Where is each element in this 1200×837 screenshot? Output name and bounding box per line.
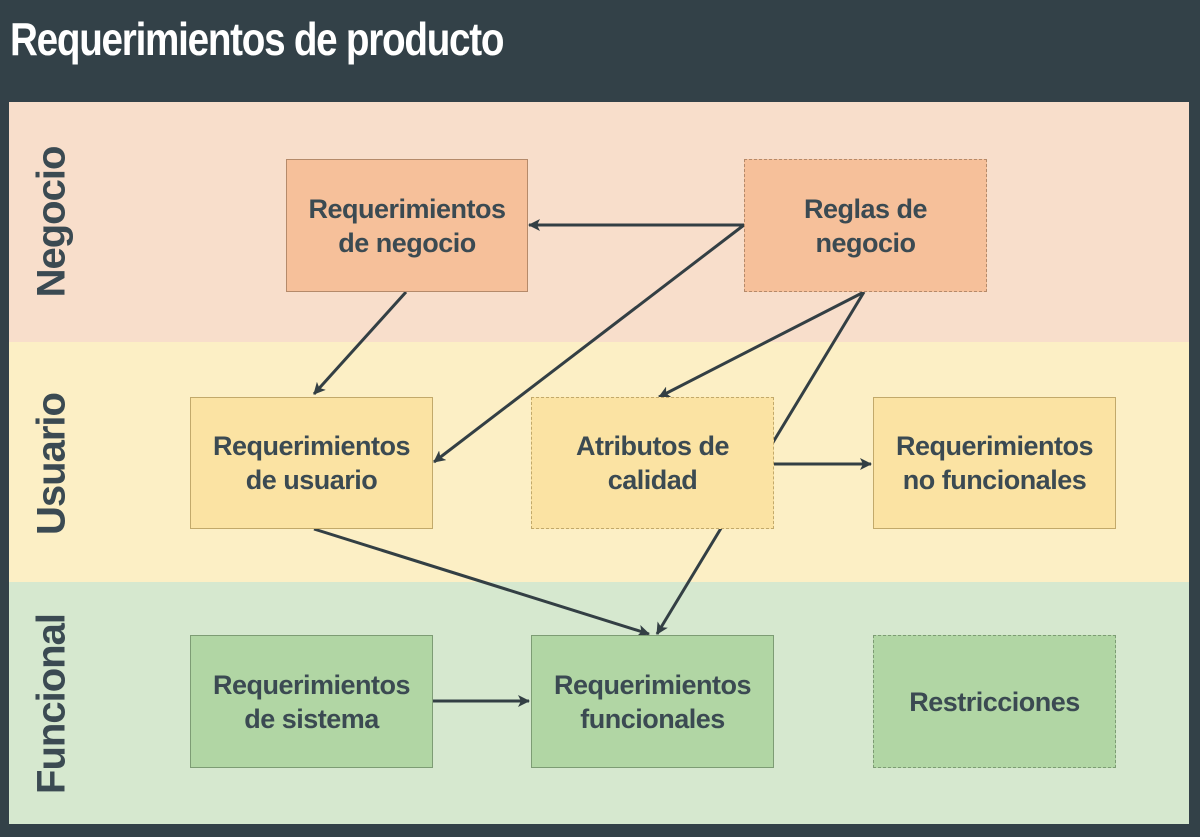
node-reglas-negocio-label: Reglas de negocio [803,193,928,258]
node-req-sistema-label: Requerimientos de sistema [212,669,411,734]
band-negocio [9,102,1189,342]
node-req-sistema: Requerimientos de sistema [190,635,433,768]
node-req-usuario-label: Requerimientos de usuario [212,431,411,495]
node-req-funcionales-label: Requerimientos funcionales [553,669,752,734]
page-title: Requerimientos de producto [10,13,504,65]
node-atributos-calidad: Atributos de calidad [531,397,774,529]
node-restricciones: Restricciones [873,635,1116,768]
band-label-negocio: Negocio [29,146,74,298]
node-req-no-funcionales: Requerimientos no funcionales [873,397,1116,529]
node-req-usuario: Requerimientos de usuario [190,397,433,529]
node-req-funcionales: Requerimientos funcionales [531,635,774,768]
node-restricciones-label: Restricciones [909,686,1080,717]
node-req-no-funcionales-label: Requerimientos no funcionales [895,431,1094,495]
band-label-funcional: Funcional [29,614,74,794]
band-label-usuario: Usuario [29,393,74,535]
node-req-negocio-label: Requerimientos de negocio [308,193,506,258]
node-reglas-negocio: Reglas de negocio [744,159,987,292]
diagram-canvas: Negocio Usuario Funcional Requerimientos… [9,102,1189,824]
node-atributos-calidad-label: Atributos de calidad [576,431,730,495]
node-req-negocio: Requerimientos de negocio [286,159,528,292]
